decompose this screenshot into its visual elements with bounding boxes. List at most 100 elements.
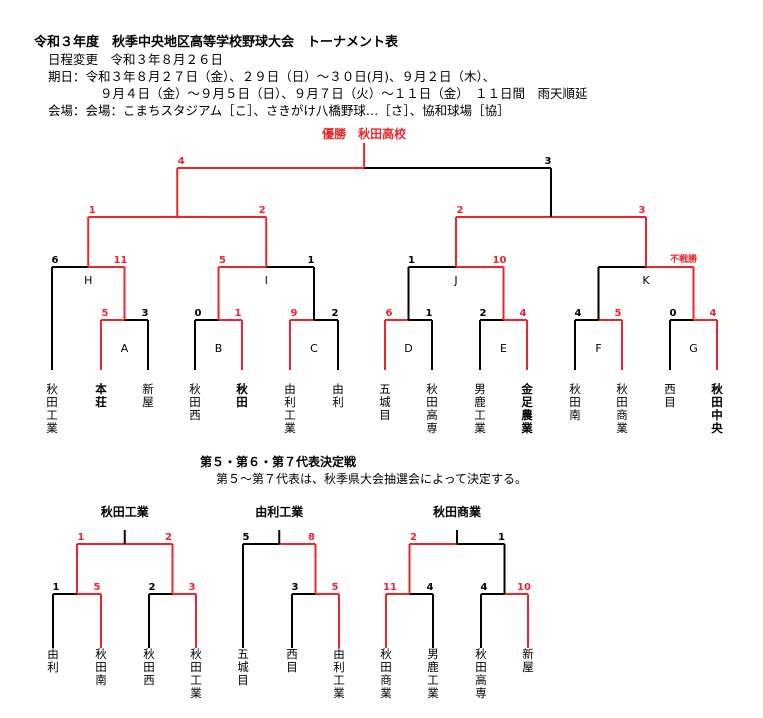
team-name-12: 秋 bbox=[569, 382, 581, 396]
team-name-9: 田 bbox=[426, 395, 438, 409]
team-name-10: 工 bbox=[474, 408, 486, 422]
team-name-9: 専 bbox=[426, 421, 438, 435]
team-name-13: 業 bbox=[616, 421, 628, 435]
team-name-11: 業 bbox=[520, 421, 533, 435]
playoff-3-team-1: 商 bbox=[380, 673, 392, 687]
match-G-score-left: 0 bbox=[670, 308, 677, 319]
playoff-2-final-score-left: 5 bbox=[243, 532, 250, 543]
block-K-label: K bbox=[642, 274, 650, 287]
playoff-3-team-2: 鹿 bbox=[427, 660, 439, 674]
playoff-2-winner: 由利工業 bbox=[255, 504, 304, 519]
playoff-2-team-2: 目 bbox=[286, 660, 298, 674]
playoff-1-team-1: 利 bbox=[47, 660, 59, 674]
playoff-3-team-2: 業 bbox=[427, 686, 439, 700]
playoff-1-final-score-left: 1 bbox=[78, 532, 85, 543]
team-name-4: 秋 bbox=[189, 382, 201, 396]
match-H-score-left: 6 bbox=[52, 255, 59, 266]
team-name-2: 本 bbox=[95, 382, 107, 396]
playoff-1-left-score-right: 5 bbox=[94, 582, 101, 593]
playoff-1-team-4: 工 bbox=[190, 673, 202, 687]
team-name-13: 田 bbox=[616, 395, 628, 409]
team-name-5: 田 bbox=[236, 395, 248, 409]
match-D-score-right: 1 bbox=[426, 308, 433, 319]
team-name-9: 高 bbox=[426, 408, 438, 422]
team-name-8: 目 bbox=[379, 408, 391, 422]
playoff-1-team-1: 由 bbox=[47, 647, 59, 661]
playoff-1-team-4: 田 bbox=[190, 660, 202, 674]
playoff-1-right-score-right: 3 bbox=[189, 582, 196, 593]
playoff-3-winner: 秋田商業 bbox=[433, 504, 482, 519]
block-H-label: H bbox=[84, 274, 92, 287]
match-F-score-left: 4 bbox=[575, 308, 582, 319]
block-G-label: G bbox=[689, 342, 698, 355]
playoff-note: 第５～第７代表は、秋季県大会抽選会によって決定する。 bbox=[216, 471, 527, 486]
team-name-1: 業 bbox=[46, 421, 58, 435]
playoff-2-team-2: 西 bbox=[286, 647, 298, 661]
team-name-10: 男 bbox=[474, 382, 486, 396]
match-J-score-right: 10 bbox=[493, 255, 507, 266]
playoff-1-team-3: 田 bbox=[143, 660, 155, 674]
block-E-label: E bbox=[500, 342, 507, 355]
playoff-2-right-score-right: 5 bbox=[332, 582, 339, 593]
playoff-3-team-1: 業 bbox=[380, 686, 392, 700]
match-D-score-left: 6 bbox=[386, 308, 393, 319]
walkover-label: 不戦勝 bbox=[670, 253, 698, 265]
block-D-label: D bbox=[404, 342, 412, 355]
playoff-1-final-score-right: 2 bbox=[165, 532, 172, 543]
playoff-3-team-1: 秋 bbox=[380, 647, 392, 661]
team-name-8: 城 bbox=[379, 395, 391, 409]
team-name-3: 屋 bbox=[142, 395, 154, 409]
playoff-3-team-4: 新 bbox=[522, 647, 534, 661]
match-I-score-left: 5 bbox=[219, 255, 226, 266]
block-C-label: C bbox=[310, 342, 318, 355]
match-F-score-right: 5 bbox=[615, 308, 622, 319]
team-name-11: 農 bbox=[521, 408, 533, 422]
date-change-line: 日程変更 令和３年８月２６日 bbox=[48, 52, 224, 67]
match-C-score-right: 2 bbox=[332, 308, 339, 319]
match-semi-1-score-left: 1 bbox=[89, 205, 96, 216]
playoff-1-team-2: 田 bbox=[95, 660, 107, 674]
schedule-line-1: 期日：令和３年８月２７日（金）、２９日（日）～３０日(月)、９月２日（木）、 bbox=[48, 69, 496, 84]
team-name-6: 工 bbox=[284, 408, 296, 422]
playoff-3-left-score-right: 4 bbox=[427, 582, 434, 593]
match-final-score-right: 3 bbox=[545, 156, 552, 167]
match-E-score-left: 2 bbox=[480, 308, 487, 319]
team-name-12: 田 bbox=[569, 395, 581, 409]
team-name-1: 工 bbox=[46, 408, 58, 422]
playoff-2-team-1: 五 bbox=[237, 647, 249, 661]
match-I-score-right: 1 bbox=[308, 255, 315, 266]
venue-line: 会場：会場：こまちスタジアム［こ］、さきがけ八橋野球…［さ］、協和球場［協］ bbox=[48, 103, 510, 118]
match-G-score-right: 4 bbox=[710, 308, 717, 319]
team-name-10: 業 bbox=[474, 421, 486, 435]
playoff-2-team-3: 由 bbox=[333, 647, 345, 661]
match-B-score-left: 0 bbox=[195, 308, 202, 319]
match-semi-1-score-right: 2 bbox=[259, 205, 266, 216]
playoff-2-team-1: 目 bbox=[237, 673, 249, 687]
team-name-14: 西 bbox=[664, 382, 676, 396]
match-H-score-right: 11 bbox=[114, 255, 128, 266]
match-E-score-right: 4 bbox=[520, 308, 527, 319]
team-name-1: 秋 bbox=[46, 382, 58, 396]
playoff-1-team-3: 西 bbox=[143, 673, 155, 687]
team-name-15: 央 bbox=[711, 421, 723, 435]
playoff-1-winner: 秋田工業 bbox=[101, 504, 150, 519]
block-B-label: B bbox=[215, 342, 223, 355]
playoff-3-team-1: 田 bbox=[380, 660, 392, 674]
playoff-2-team-3: 利 bbox=[333, 660, 345, 674]
team-name-6: 由 bbox=[284, 382, 296, 396]
team-name-5: 秋 bbox=[236, 382, 248, 396]
playoff-1-left-score-left: 1 bbox=[53, 582, 60, 593]
match-semi-2-score-right: 3 bbox=[639, 205, 646, 216]
playoff-3-team-2: 男 bbox=[427, 647, 439, 661]
team-name-13: 秋 bbox=[616, 382, 628, 396]
playoff-2-team-3: 工 bbox=[333, 673, 345, 687]
playoff-3-team-3: 高 bbox=[475, 673, 487, 687]
playoff-1-team-2: 秋 bbox=[95, 647, 107, 661]
page-title: 令和３年度 秋季中央地区高等学校野球大会 トーナメント表 bbox=[34, 35, 399, 50]
playoff-2-right-score-left: 3 bbox=[292, 582, 299, 593]
playoff-1-right-score-left: 2 bbox=[149, 582, 156, 593]
playoff-3-final-score-left: 2 bbox=[410, 532, 417, 543]
team-name-15: 秋 bbox=[711, 382, 723, 396]
team-name-9: 秋 bbox=[426, 382, 438, 396]
